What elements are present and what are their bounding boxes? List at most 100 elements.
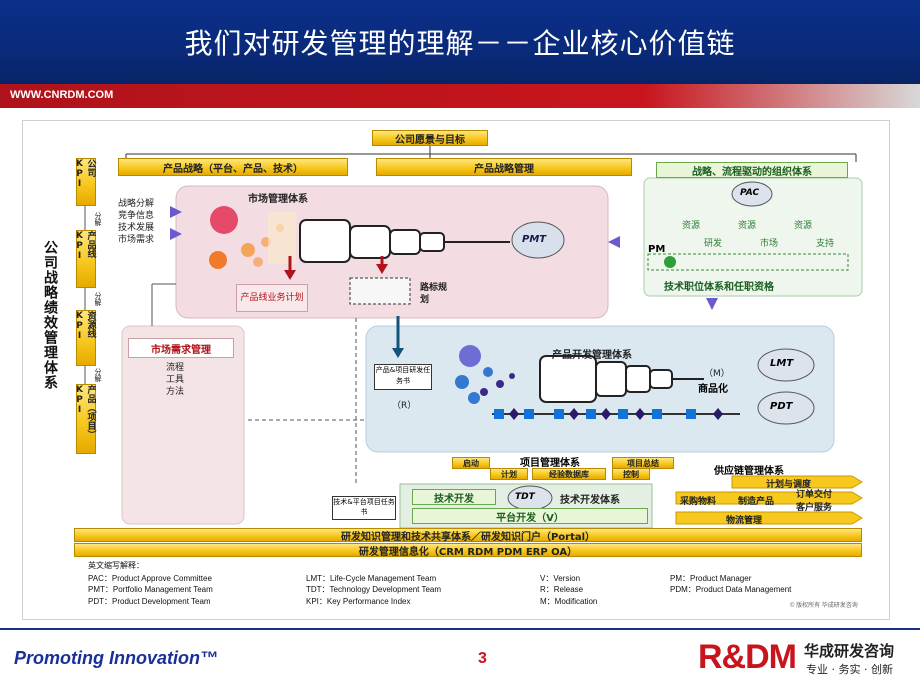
idea-dot [210, 206, 238, 234]
kpi-project: 产品（项目）KPI [75, 384, 96, 454]
kickoff-box: 启动 [452, 457, 490, 469]
decompose-label: 分解 [94, 292, 102, 306]
company-name: 华成研发咨询 [804, 642, 895, 660]
diamond [635, 408, 645, 420]
pd-dot [455, 375, 469, 389]
abbr-item: PAC：Product Approve Committee [88, 574, 212, 583]
pd-dot [480, 388, 488, 396]
mkt-req-item: 方法 [166, 387, 185, 397]
decompose-label: 分解 [94, 368, 102, 382]
strategy-item: 市场需求 [118, 235, 155, 245]
scm-arrow [731, 475, 863, 489]
funnel-mouth [268, 212, 296, 264]
scm-item: 采购物料 [680, 497, 717, 507]
abbr-item: R：Release [540, 585, 584, 594]
abbr-item: LMT：Life-Cycle Management Team [306, 574, 437, 583]
tech-system-label: 技术开发体系 [560, 495, 620, 506]
decompose-label: 分解 [94, 212, 102, 226]
pd-dot [459, 345, 481, 367]
mkt-req-item: 流程 [166, 363, 185, 373]
abbr-item: PDT：Product Development Team [88, 597, 211, 606]
commercial-label: 商品化 [698, 384, 728, 395]
info-bar: 研发管理信息化（CRM RDM PDM ERP OA） [74, 543, 862, 558]
pl-plan-box: 产品线业务计划 [236, 284, 308, 312]
market-title: 市场管理体系 [248, 194, 308, 205]
tdt-label: TDT [515, 492, 535, 502]
scm-item: 客户服务 [796, 503, 833, 513]
abbr-item: PDM：Product Data Management [670, 585, 792, 594]
pmt-label: PMT [522, 234, 547, 245]
pm-dot [664, 256, 676, 268]
footer-divider [0, 628, 920, 630]
abbr-title: 英文缩写解释： [88, 561, 144, 570]
scm-item: 制造产品 [738, 497, 775, 507]
strategy-item: 战略分解 [118, 199, 155, 209]
pd-dot [468, 392, 480, 404]
pdt-ellipse [757, 391, 815, 425]
footer-slogan: Promoting Innovation™ [14, 648, 218, 668]
strategy-mgmt-bar: 产品战略管理 [376, 158, 632, 176]
roadmap-sketch [349, 277, 411, 305]
tech-career-label: 技术职位体系和任职资格 [664, 282, 774, 293]
funnel-segment [389, 229, 421, 255]
tech-task-box: 技术&平台项目任务书 [332, 496, 396, 520]
idea-dot [209, 251, 227, 269]
mkt-req-item: 工具 [166, 375, 185, 385]
pd-dot [483, 367, 493, 377]
pd-dot [509, 373, 515, 379]
resource-label: 资源 [682, 221, 701, 231]
m-label: （M） [704, 369, 730, 379]
mkt-req-title: 市场需求管理 [128, 338, 234, 358]
knowledge-bar: 研发知识管理和技术共享体系／研发知识门户（Portal） [74, 528, 862, 543]
pd-segment [625, 365, 651, 393]
pac-ellipse [731, 181, 773, 207]
page-title: 我们对研发管理的理解－－企业核心价值链 [184, 27, 736, 60]
website-url[interactable]: WWW.CNRDM.COM [10, 89, 114, 101]
pm-label: PM [648, 244, 666, 255]
funnel-segment [419, 232, 445, 252]
scm-arrow [675, 491, 863, 505]
platform-box: 平台开发（V） [412, 508, 648, 524]
exp-db-box: 经验数据库 [532, 468, 606, 480]
pdt-label: PDT [770, 401, 793, 412]
kpi-product-line: 产品线KPI [75, 230, 96, 288]
pd-task-box: 产品&项目研发任务书 [374, 364, 432, 390]
mkt-req-panel [121, 325, 245, 525]
diamond [713, 408, 723, 420]
copyright: © 版权所有 华成研发咨询 [790, 603, 858, 609]
pd-dot [496, 380, 504, 388]
abbr-item: V：Version [540, 574, 581, 583]
idea-dot [253, 257, 263, 267]
milestone [686, 409, 696, 419]
func-label: 研发 [704, 239, 723, 249]
kpi-company: 公司KPI [75, 158, 96, 206]
funnel-segment [349, 225, 391, 259]
abbr-item: PM：Product Manager [670, 574, 752, 583]
scm-item: 计划与调度 [766, 480, 812, 490]
vision-box: 公司愿景与目标 [372, 130, 488, 146]
lmt-ellipse [757, 348, 815, 382]
purple-arrow [608, 236, 620, 248]
scm-title: 供应链管理体系 [714, 466, 784, 477]
scm-arrow [675, 511, 863, 525]
purple-arrow [706, 298, 718, 310]
page-number: 3 [478, 650, 487, 667]
proj-mgmt-title: 项目管理体系 [520, 458, 580, 469]
funnel-segment [299, 219, 351, 263]
abbr-item: PMT：Portfolio Management Team [88, 585, 213, 594]
lmt-label: LMT [770, 358, 794, 369]
tech-dev-box: 技术开发 [412, 489, 496, 505]
org-box: 战略、流程驱动的组织体系 [656, 162, 848, 178]
milestone [586, 409, 596, 419]
mkt-req-items: 流程 工具 方法 [166, 362, 184, 398]
strategy-item: 竞争信息 [118, 211, 155, 221]
url-bar [0, 84, 920, 108]
company-logo: R&DM [698, 638, 797, 676]
strategy-item: 技术发展 [118, 223, 155, 233]
diamond [509, 408, 519, 420]
pd-segment [649, 369, 673, 389]
red-arrow [376, 264, 388, 274]
resource-label: 资源 [794, 221, 813, 231]
diamond [569, 408, 579, 420]
strategy-items: 战略分解 竞争信息 技术发展 市场需求 [118, 198, 154, 246]
